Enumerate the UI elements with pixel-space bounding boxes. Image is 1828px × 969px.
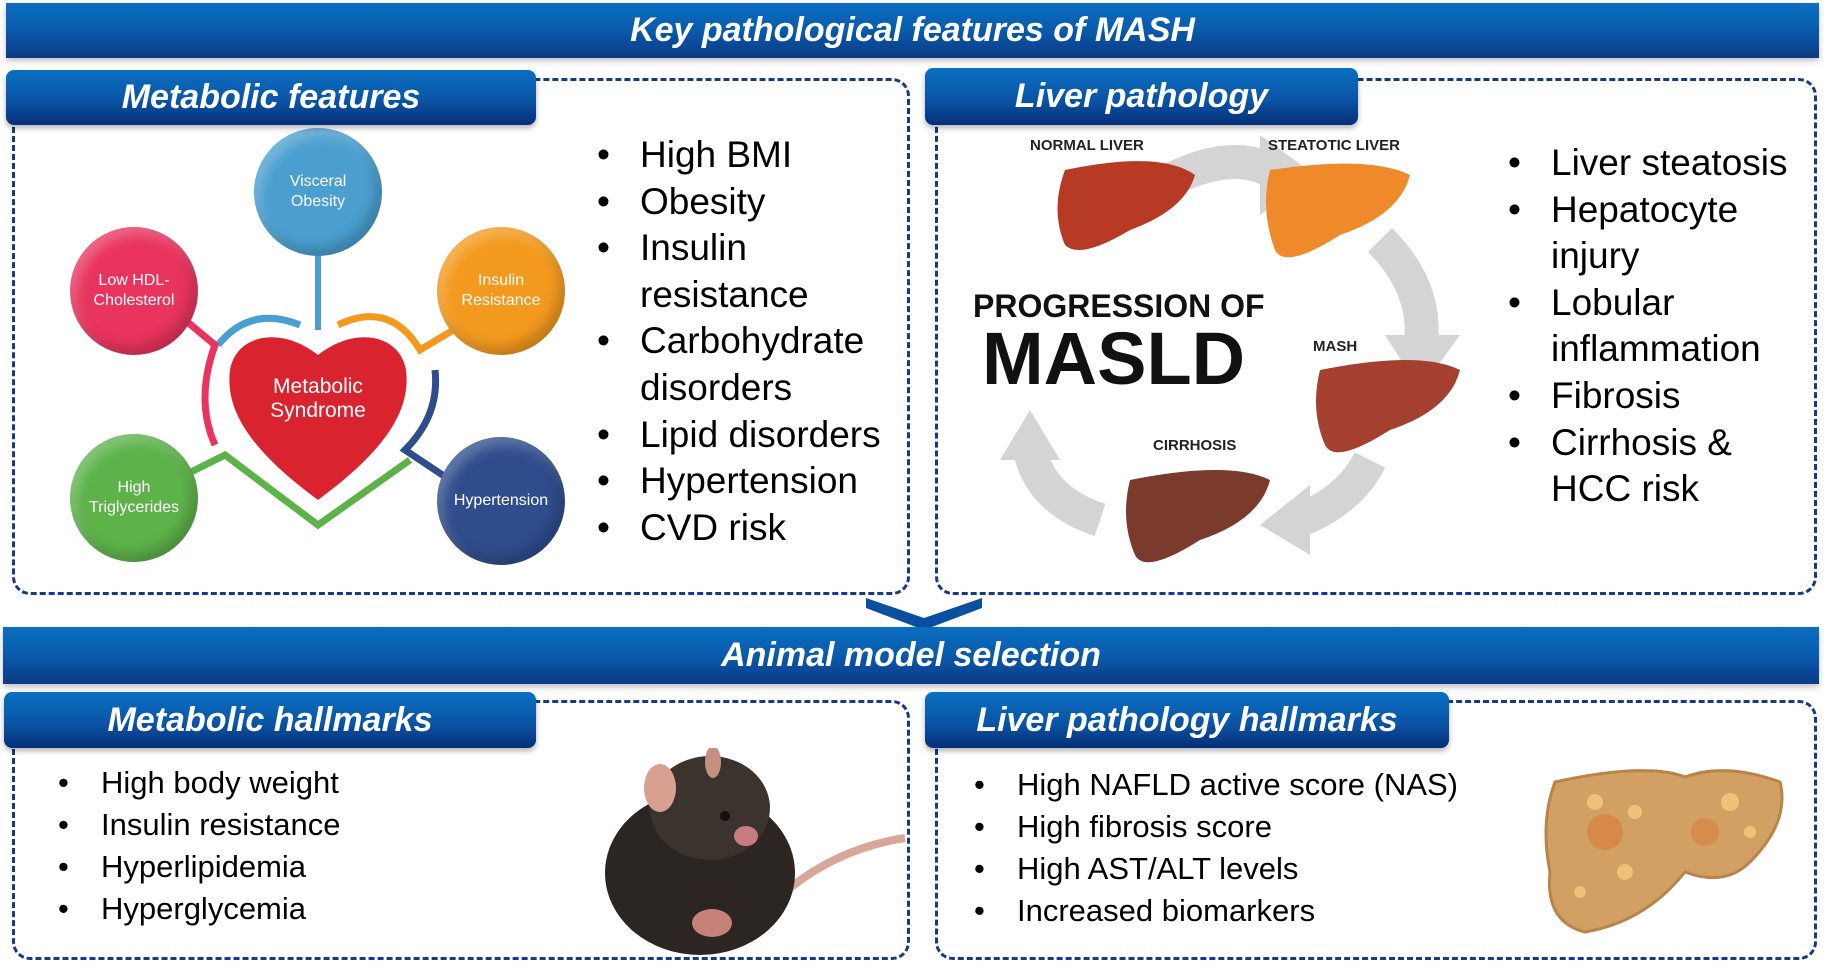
liver-pathology-list: •Liver steatosis •Hepatocyte injury •Lob… [1508, 140, 1816, 513]
list-item: •High BMI [597, 134, 793, 175]
mouse-image [605, 748, 906, 955]
list-item: •High fibrosis score [974, 809, 1272, 844]
stage-cirrhosis: CIRRHOSIS [1153, 437, 1237, 454]
list-item: •Hepatocyte injury [1508, 188, 1739, 277]
masld-progression-graphic [1000, 135, 1460, 563]
liver-hallmarks-header: Liver pathology hallmarks [925, 692, 1449, 748]
cirrhosis-liver-icon [1126, 470, 1270, 563]
list-item: •Hyperlipidemia [58, 849, 307, 884]
list-item: •Lipid disorders [597, 413, 881, 455]
metabolic-hallmarks-header: Metabolic hallmarks [4, 692, 536, 748]
list-item: •Insulin resistance [597, 227, 809, 315]
metabolic-hallmarks-list: •High body weight •Insulin resistance •H… [58, 762, 341, 930]
mash-liver-icon [1316, 360, 1460, 453]
stage-steatotic-liver: STEATOTIC LIVER [1268, 137, 1400, 154]
metabolic-syndrome-connectors [182, 254, 472, 530]
list-item: •Fibrosis [1508, 374, 1681, 416]
list-item: •Liver steatosis [1508, 142, 1788, 183]
list-item: •Obesity [597, 180, 766, 222]
metabolic-features-title: Metabolic features [121, 78, 421, 116]
normal-liver-icon [1057, 161, 1195, 250]
progression-title-line1: PROGRESSION OF [973, 288, 1265, 324]
list-item: •High AST/ALT levels [974, 851, 1299, 886]
stage-normal-liver: NORMAL LIVER [1030, 137, 1144, 154]
metabolic-features-header: Metabolic features [6, 70, 536, 125]
progression-title-line2: MASLD [982, 317, 1246, 400]
main-title-bar: Key pathological features of MASH [6, 3, 1819, 58]
list-item: •Lobular inflammation [1508, 281, 1761, 370]
node-high-triglycerides: High Triglycerides [70, 434, 198, 562]
liver-hallmarks-title: Liver pathology hallmarks [976, 700, 1398, 739]
animal-model-selection-title: Animal model selection [721, 636, 1101, 674]
list-item: •Hyperglycemia [58, 891, 307, 926]
liver-pathology-title: Liver pathology [1014, 77, 1269, 115]
chevron-down-icon [866, 598, 982, 630]
list-item: •Carbohydrate disorders [597, 320, 865, 408]
node-low-hdl: Low HDL-Cholesterol [70, 227, 198, 355]
metabolic-features-list: •High BMI •Obesity •Insulin resistance •… [597, 132, 900, 551]
fatty-liver-image [1544, 769, 1784, 934]
main-title: Key pathological features of MASH [630, 11, 1195, 49]
metabolic-syndrome-label: Metabolic Syndrome [270, 375, 366, 423]
heart-shape [229, 337, 407, 500]
node-visceral-obesity: Visceral Obesity [254, 128, 382, 256]
list-item: •Increased biomarkers [974, 893, 1316, 928]
list-item: •High body weight [58, 765, 339, 800]
list-item: •Hypertension [597, 460, 859, 502]
list-item: •CVD risk [597, 506, 786, 548]
list-item: •High NAFLD active score (NAS) [974, 767, 1459, 802]
liver-pathology-header: Liver pathology [925, 68, 1358, 125]
stage-mash: MASH [1313, 338, 1358, 355]
node-hypertension: Hypertension [437, 437, 565, 565]
list-item: •Cirrhosis & HCC risk [1508, 421, 1732, 510]
metabolic-hallmarks-title: Metabolic hallmarks [107, 700, 433, 739]
liver-pathology-panel [935, 78, 1817, 595]
liver-hallmarks-list: •High NAFLD active score (NAS) •High fib… [974, 764, 1459, 932]
steatotic-liver-icon [1266, 163, 1410, 258]
animal-model-selection-bar: Animal model selection [3, 627, 1819, 684]
node-insulin-resistance: Insulin Resistance [437, 227, 565, 355]
list-item: •Insulin resistance [58, 807, 341, 842]
